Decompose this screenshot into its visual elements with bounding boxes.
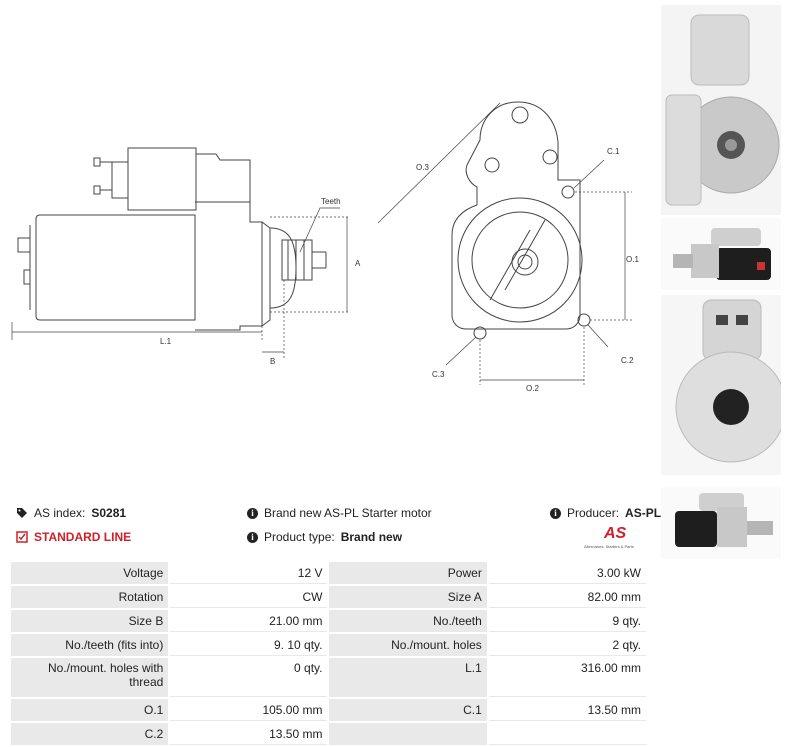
spec-key: No./mount. holes with thread xyxy=(11,658,169,697)
producer-value: AS-PL xyxy=(625,506,662,520)
spec-value: 0 qty. xyxy=(170,658,328,697)
product-photo-angled xyxy=(661,487,781,559)
label-o2: O.2 xyxy=(526,384,539,393)
front-view-drawing xyxy=(377,101,632,385)
description-text: Brand new AS-PL Starter motor xyxy=(264,506,432,520)
spec-value: 82.00 mm xyxy=(488,586,646,608)
spec-key: No./teeth xyxy=(329,610,487,632)
spec-key: No./mount. holes xyxy=(329,634,487,656)
table-row: No./teeth (fits into)9. 10 qty.No./mount… xyxy=(11,634,646,656)
spec-key: Voltage xyxy=(11,562,169,584)
label-teeth: Teeth xyxy=(321,197,341,206)
label-c3: C.3 xyxy=(432,370,445,379)
info-icon: i xyxy=(247,507,258,519)
spec-value: 9 qty. xyxy=(488,610,646,632)
spec-key: C.2 xyxy=(11,723,169,745)
standard-line-text: STANDARD LINE xyxy=(34,530,132,544)
product-type-label: Product type: xyxy=(264,530,335,544)
spec-value xyxy=(488,723,646,745)
logo-tagline: Alternators, Starters & Parts xyxy=(584,544,634,549)
as-index: AS index: S0281 xyxy=(16,506,126,520)
spec-value: 3.00 kW xyxy=(488,562,646,584)
product-photo-front xyxy=(661,5,781,215)
spec-value: 13.50 mm xyxy=(488,699,646,721)
standard-line: STANDARD LINE xyxy=(16,530,131,544)
spec-value: 316.00 mm xyxy=(488,658,646,697)
logo-text: AS xyxy=(604,525,627,542)
as-pl-logo: AS Alternators, Starters & Parts xyxy=(584,525,646,551)
product-photo-rear xyxy=(661,295,781,475)
spec-key: Size B xyxy=(11,610,169,632)
product-description: i Brand new AS-PL Starter motor xyxy=(247,506,432,520)
spec-value: 2 qty. xyxy=(488,634,646,656)
product-type: i Product type: Brand new xyxy=(247,530,402,544)
producer: i Producer: AS-PL xyxy=(550,506,661,520)
spec-key xyxy=(329,723,487,745)
spec-key: Power xyxy=(329,562,487,584)
spec-value: 13.50 mm xyxy=(170,723,328,745)
spec-value: CW xyxy=(170,586,328,608)
spec-key: O.1 xyxy=(11,699,169,721)
spec-value: 9. 10 qty. xyxy=(170,634,328,656)
spec-key: L.1 xyxy=(329,658,487,697)
checkbox-checked-icon xyxy=(16,531,28,543)
product-type-value: Brand new xyxy=(340,530,403,544)
info-icon: i xyxy=(247,531,258,543)
label-c2: C.2 xyxy=(621,356,634,365)
label-c1: C.1 xyxy=(607,147,620,156)
as-index-value: S0281 xyxy=(91,506,127,520)
product-photo-side xyxy=(661,218,781,290)
spec-key: Rotation xyxy=(11,586,169,608)
info-icon: i xyxy=(550,507,561,519)
side-view-drawing xyxy=(11,147,350,358)
spec-value: 21.00 mm xyxy=(170,610,328,632)
spec-value: 12 V xyxy=(170,562,328,584)
label-o3: O.3 xyxy=(416,163,429,172)
label-a: A xyxy=(355,259,361,268)
as-index-label: AS index: xyxy=(34,506,86,520)
label-b: B xyxy=(270,357,276,366)
label-o1: O.1 xyxy=(626,255,639,264)
tag-icon xyxy=(17,508,27,518)
spec-key: Size A xyxy=(329,586,487,608)
producer-label: Producer: xyxy=(567,506,620,520)
spec-key: No./teeth (fits into) xyxy=(11,634,169,656)
spec-value: 105.00 mm xyxy=(170,699,328,721)
label-l1: L.1 xyxy=(160,337,172,346)
spec-key: C.1 xyxy=(329,699,487,721)
